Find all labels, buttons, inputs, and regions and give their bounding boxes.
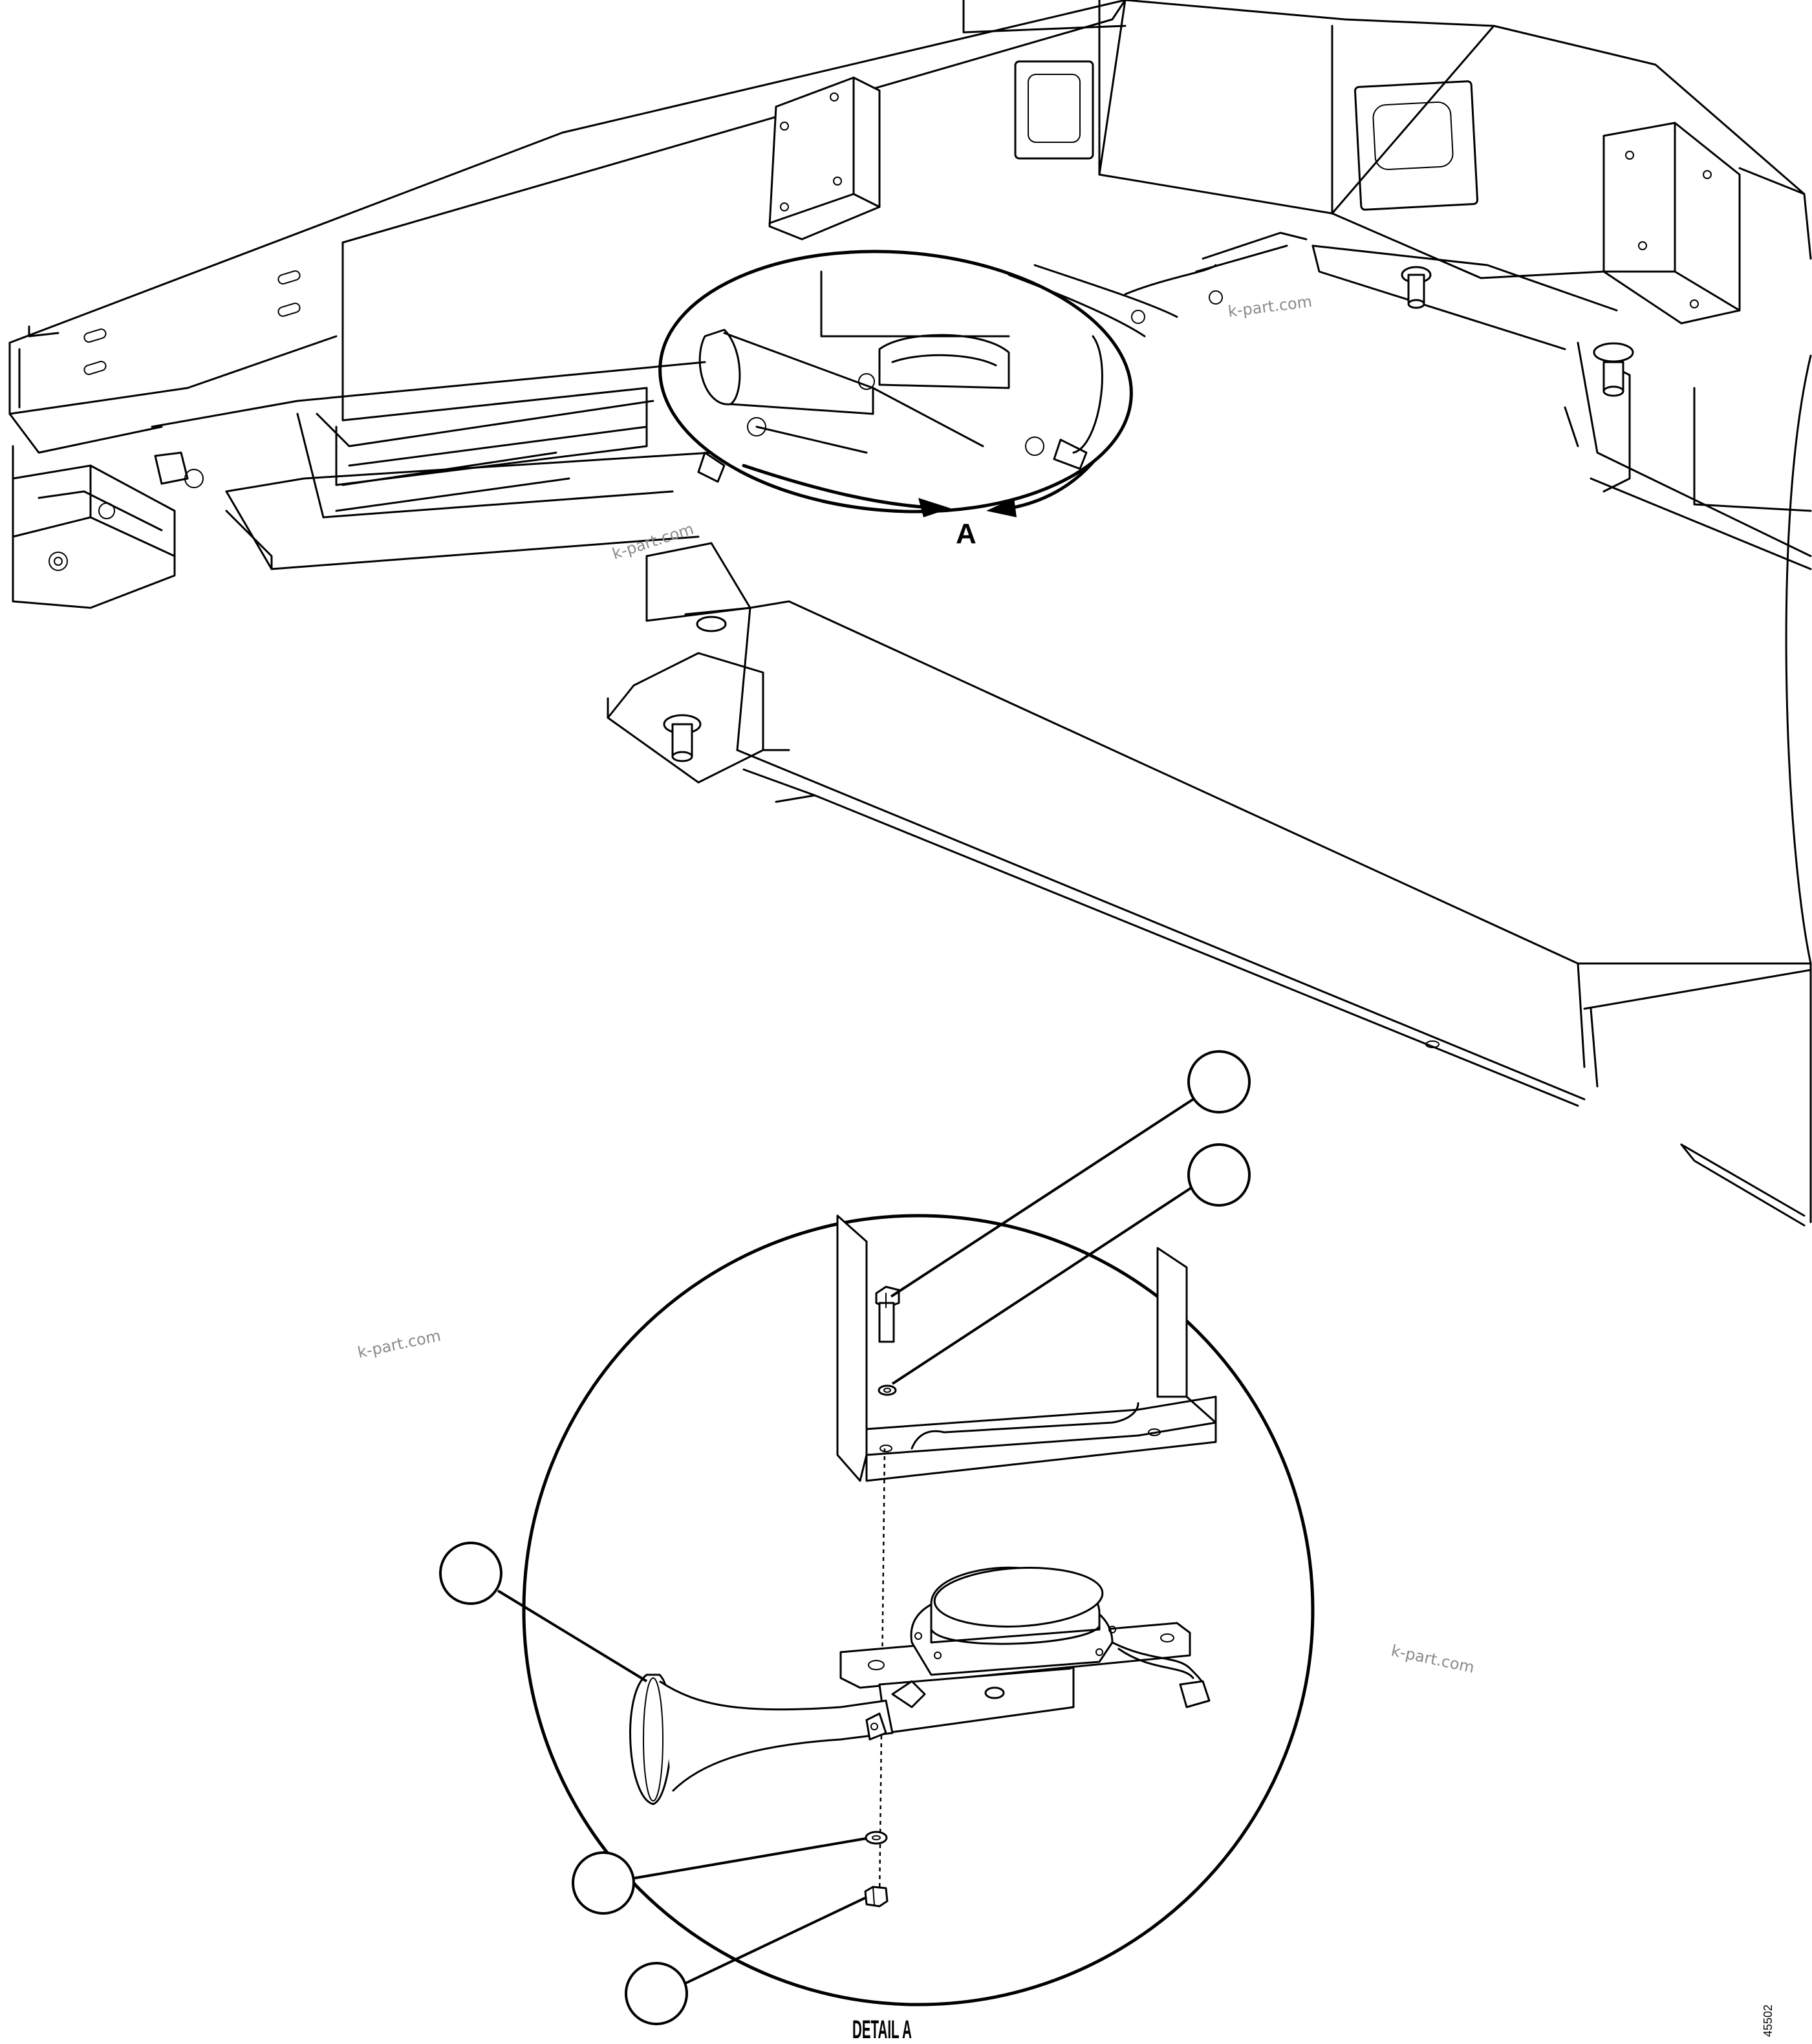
mounting-bracket [836, 1214, 1217, 1482]
detail-a-marker: A [956, 518, 976, 550]
watermark-text: k-part.com [1227, 292, 1313, 321]
callout-balloon-bolt [1187, 1050, 1251, 1113]
callout-balloon-washer-top [1187, 1143, 1251, 1207]
frame-bolt-right [1401, 266, 1634, 397]
callout-balloon-horn [439, 1542, 502, 1605]
callout-balloons [439, 1050, 1251, 2025]
watermark-text: k-part.com [610, 520, 696, 563]
watermark-text: k-part.com [1390, 1641, 1476, 1677]
detail-a-arrows: A [742, 460, 1095, 550]
callout-balloon-nut [625, 1962, 688, 2025]
callout-balloon-washer-bottom [572, 1851, 635, 1915]
detail-title: DETAIL A [852, 2016, 912, 2044]
detail-a-callout-ellipse [658, 250, 1133, 513]
washer [865, 1831, 888, 1845]
machine-frame-view [8, 0, 1812, 1227]
watermark-text: k-part.com [356, 1326, 442, 1362]
detail-a-view [522, 1214, 1315, 2006]
nut [864, 1886, 889, 1908]
bolt [875, 1286, 900, 1396]
figure-reference: 45502 [1762, 2005, 1774, 2037]
horn-assembly [629, 1566, 1211, 1805]
